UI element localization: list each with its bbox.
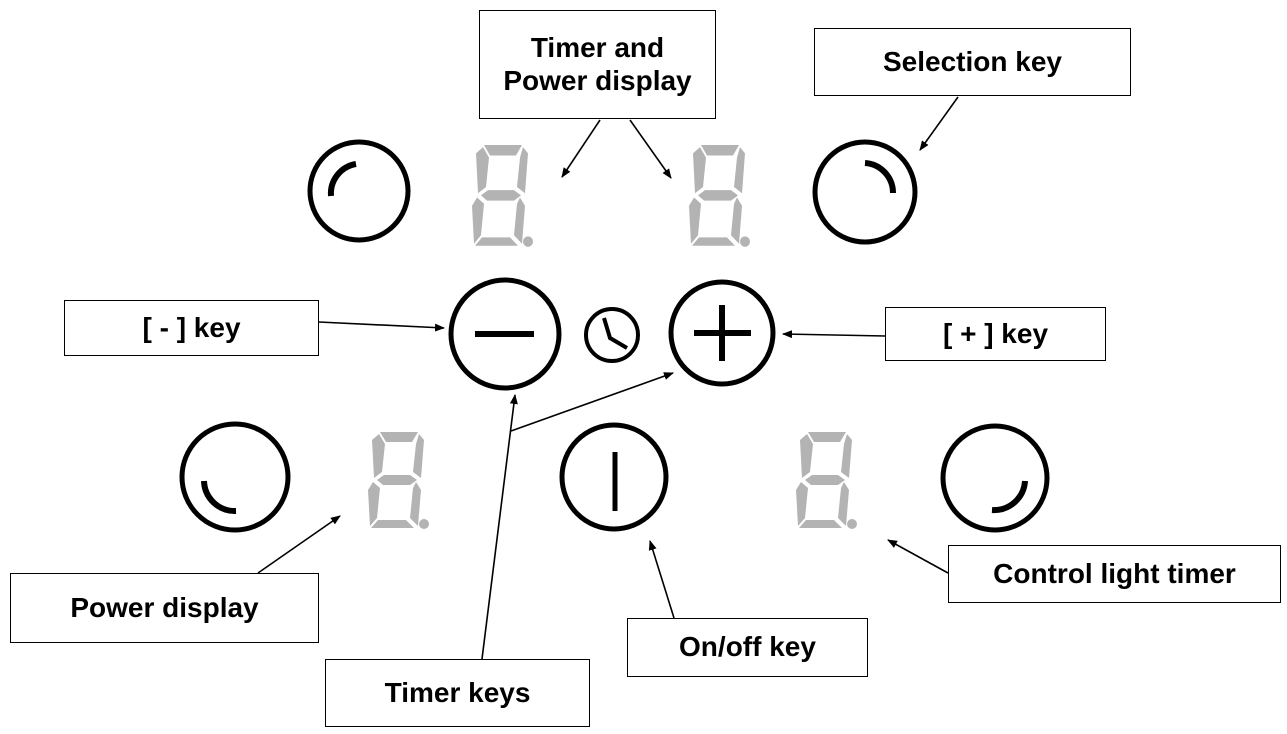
- seven-segment-digit-icon: [796, 432, 857, 529]
- label-timer-keys-text: Timer keys: [384, 676, 531, 708]
- selection-arc-icon: [864, 160, 897, 194]
- on-off-key[interactable]: [559, 422, 669, 532]
- minus-key[interactable]: [448, 277, 562, 391]
- label-on-off-key: On/off key: [627, 618, 868, 677]
- selection-key-top-right[interactable]: [812, 139, 918, 245]
- seven-segment-digit-icon: [689, 145, 750, 247]
- display-top-right: [689, 145, 750, 247]
- selection-arc-icon: [327, 161, 357, 197]
- selection-arc-icon: [991, 480, 1028, 514]
- clock-icon: [584, 307, 640, 363]
- label-minus-key-text: [ - ] key: [142, 311, 241, 343]
- label-control-light-timer-text: Control light timer: [993, 557, 1236, 589]
- display-bottom-right: [796, 432, 857, 529]
- display-top-left: [472, 145, 533, 247]
- seven-segment-digit-icon: [472, 145, 533, 247]
- label-timer-keys: Timer keys: [325, 659, 590, 727]
- label-selection-key: Selection key: [814, 28, 1131, 96]
- selection-key-bottom-left[interactable]: [179, 421, 291, 533]
- selection-key-bottom-right[interactable]: [940, 423, 1050, 533]
- label-control-light-timer: Control light timer: [948, 545, 1281, 603]
- selection-key-top-left[interactable]: [307, 139, 411, 243]
- label-power-display: Power display: [10, 573, 319, 643]
- plus-key[interactable]: [668, 279, 776, 387]
- label-power-display-text: Power display: [70, 591, 259, 623]
- leader-lines: [257, 96, 959, 660]
- seven-segment-digit-icon: [368, 432, 429, 529]
- label-minus-key: [ - ] key: [64, 300, 319, 356]
- display-bottom-left: [368, 432, 429, 529]
- label-selection-key-text: Selection key: [883, 45, 1062, 77]
- label-timer-power-display-line1: Timer and: [530, 32, 665, 64]
- selection-arc-icon: [201, 480, 237, 515]
- label-timer-power-display-line2: Power display: [503, 64, 692, 96]
- label-timer-power-display: Timer and Power display: [479, 10, 716, 119]
- label-plus-key-text: [ + ] key: [942, 317, 1049, 349]
- label-plus-key: [ + ] key: [885, 307, 1106, 361]
- label-on-off-key-text: On/off key: [679, 631, 816, 663]
